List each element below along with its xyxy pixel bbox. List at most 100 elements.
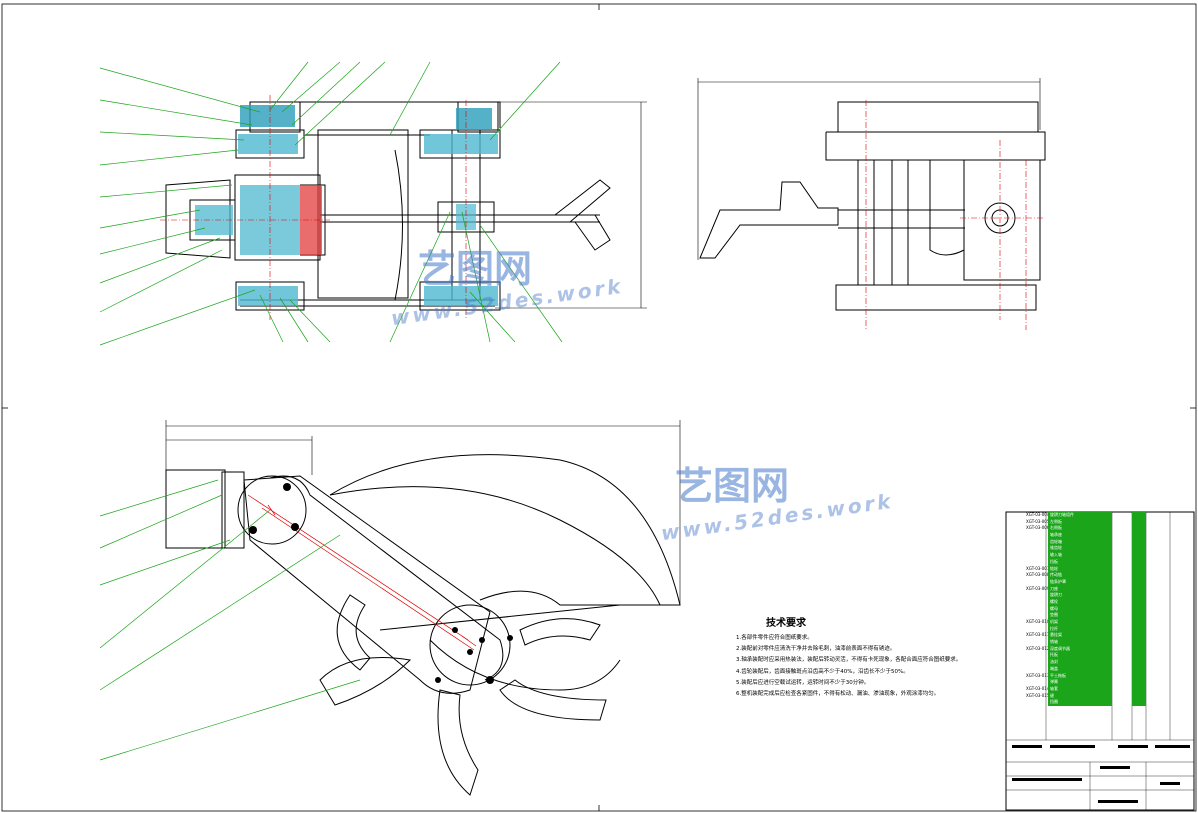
bom-row: 齿轮箱 <box>1008 538 1195 546</box>
bom-cell-code: XGT-03-015 <box>1026 692 1048 698</box>
bom-cell-name: 挡板 <box>1048 558 1112 566</box>
bom-cell-num <box>1132 532 1146 539</box>
bom-cell-code: XGT-03-014 <box>1026 685 1048 691</box>
bom-cell-note <box>1146 666 1195 673</box>
bom-cell-mark <box>1112 673 1132 680</box>
bom-cell-code <box>1008 699 1048 706</box>
bom-cell-code: XGT-03-007 <box>1026 565 1048 571</box>
bom-cell-code: XGT-03-004 <box>1026 512 1048 517</box>
bom-cell-mark <box>1112 646 1132 653</box>
bom-cell-name: 键 <box>1048 692 1112 700</box>
bom-cell-name: 轴承座 <box>1048 532 1112 539</box>
bom-cell-mark <box>1112 532 1132 539</box>
bom-cell-note <box>1146 579 1195 586</box>
bom-cell-code <box>1008 579 1048 586</box>
bom-cell-num <box>1132 552 1146 559</box>
bom-cell-code <box>1008 659 1048 666</box>
bom-cell-num <box>1132 619 1146 626</box>
bom-cell-num <box>1132 665 1146 673</box>
bom-cell-note <box>1146 612 1195 619</box>
bom-cell-num <box>1132 672 1146 680</box>
bom-cell-mark <box>1112 519 1132 526</box>
bom-cell-num <box>1132 538 1146 546</box>
bom-cell-mark <box>1112 652 1132 659</box>
bom-cell-name: 弹簧 <box>1048 679 1112 686</box>
bom-row: 链条护罩 <box>1008 578 1195 586</box>
bom-row: 油封 <box>1008 659 1195 666</box>
top-view <box>99 61 647 346</box>
bom-cell-code: XGT-03-009 <box>1026 585 1048 591</box>
bom-cell-num <box>1132 625 1146 633</box>
bom-row: 拉杆 <box>1008 625 1195 633</box>
bom-cell-name: 挡圈 <box>1048 699 1112 706</box>
requirement-line: 6.整机装配完成后应检查各紧固件，不得有松动、漏油、渗油现象，外观涂漆均匀。 <box>736 691 940 698</box>
bom-cell-num <box>1132 525 1146 533</box>
bom-cell-code <box>1008 599 1048 606</box>
bom-cell-note <box>1146 532 1195 539</box>
bom-cell-num <box>1132 679 1146 686</box>
bom-cell-code: XGT-03-013 <box>1026 672 1048 678</box>
bom-cell-code <box>1008 559 1048 566</box>
bom-row: 端盖 <box>1008 665 1195 673</box>
bom-cell-mark <box>1112 512 1132 519</box>
bom-cell-code <box>1008 626 1048 633</box>
bom-cell-note <box>1146 686 1195 693</box>
bom-row: 弹簧 <box>1008 679 1195 686</box>
bom-cell-note <box>1146 606 1195 613</box>
bom-row: 锥齿轮 <box>1008 545 1195 553</box>
bom-row: 旋耕刀 <box>1008 592 1195 599</box>
bom-cell-code <box>1008 552 1048 559</box>
requirement-line: 4.齿轮装配后，齿面接触斑点沿齿高不少于40%，沿齿长不少于50%。 <box>736 668 909 675</box>
bom-cell-name: 传动链 <box>1048 572 1112 579</box>
bom-row: 输入轴 <box>1008 552 1195 559</box>
bom-cell-num <box>1132 558 1146 566</box>
bom-cell-mark <box>1112 626 1132 633</box>
bom-cell-code <box>1008 592 1048 599</box>
bom-cell-code <box>1008 639 1048 646</box>
bom-cell-name: 螺栓 <box>1048 598 1112 606</box>
bom-cell-note <box>1146 512 1195 519</box>
bom-cell-num <box>1132 699 1146 706</box>
top-view-leaders <box>99 61 563 346</box>
bom-cell-num <box>1132 612 1146 619</box>
bom-cell-num <box>1132 585 1146 593</box>
bom-cell-name: 拉杆 <box>1048 625 1112 633</box>
bom-cell-num <box>1132 518 1146 526</box>
sheet-frame <box>1 3 1197 812</box>
bom-row: 螺母 <box>1008 605 1195 613</box>
bom-cell-name: 深度调节器 <box>1048 645 1112 653</box>
bom-cell-name: 平土拖板 <box>1048 672 1112 680</box>
bom-cell-name: 油封 <box>1048 659 1112 666</box>
bom-cell-note <box>1146 566 1195 573</box>
bom-cell-mark <box>1112 559 1132 566</box>
bom-cell-name: 旋耕刀 <box>1048 592 1112 599</box>
bom-cell-note <box>1146 559 1195 566</box>
bom-cell-mark <box>1112 572 1132 579</box>
bom-cell-note <box>1146 599 1195 606</box>
bom-cell-code: XGT-03-010 <box>1026 619 1048 624</box>
side-view <box>697 78 1046 330</box>
bom-cell-name: 输入轴 <box>1048 552 1112 559</box>
bom-cell-code <box>1008 612 1048 619</box>
bom-cell-mark <box>1112 639 1132 646</box>
bom-cell-code <box>1008 545 1048 552</box>
bom-cell-name: 左侧板 <box>1048 518 1112 526</box>
bom-cell-num <box>1132 565 1146 573</box>
bom-cell-mark <box>1112 666 1132 673</box>
bom-cell-mark <box>1112 632 1132 639</box>
bom-cell-mark <box>1112 592 1132 599</box>
bom-cell-num <box>1132 592 1146 599</box>
bom-cell-mark <box>1112 599 1132 606</box>
bom-cell-note <box>1146 592 1195 599</box>
bom-cell-name: 锥齿轮 <box>1048 545 1112 553</box>
bom-cell-mark <box>1112 545 1132 552</box>
bom-cell-name: 悬挂架 <box>1048 632 1112 640</box>
bom-cell-note <box>1146 679 1195 686</box>
bom-row: 挡圈 <box>1008 699 1195 706</box>
